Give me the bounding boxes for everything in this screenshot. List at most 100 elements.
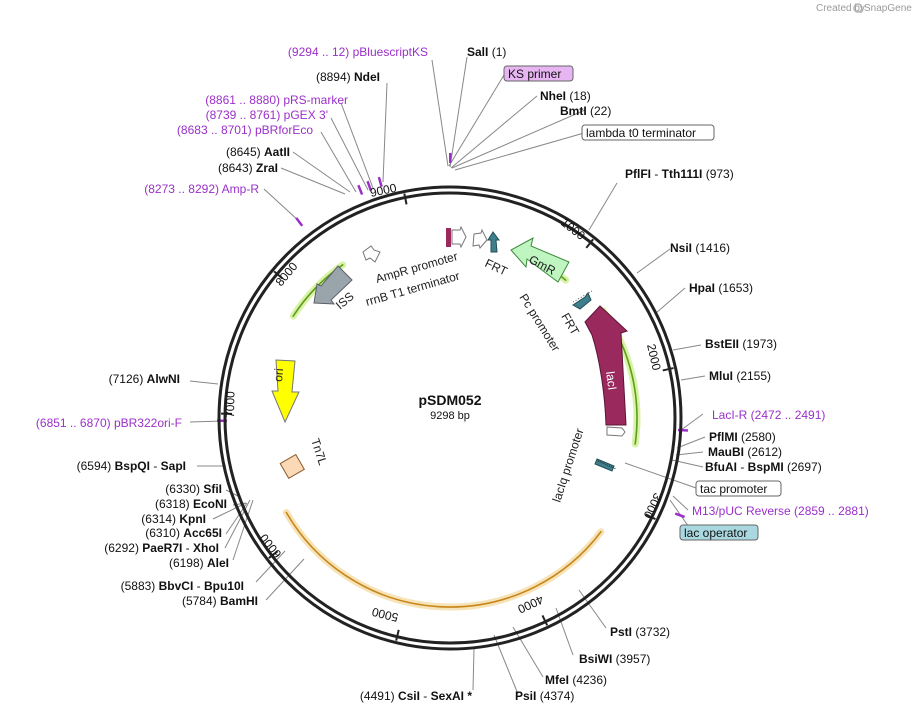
leader-alwni bbox=[189, 380, 219, 385]
primer-bind-marker[interactable] bbox=[366, 180, 373, 192]
primer-bind-marker[interactable] bbox=[449, 153, 452, 163]
leader-ks-primer bbox=[448, 74, 505, 167]
site-ndei[interactable]: (8894) NdeI bbox=[316, 70, 380, 84]
leader-psti bbox=[578, 589, 607, 629]
primer-laci_r[interactable]: LacI-R (2472 .. 2491) bbox=[712, 408, 825, 422]
primer-pbr322ori_f[interactable]: (6851 .. 6870) pBR322ori-F bbox=[36, 416, 182, 430]
lambda-t0-terminator-label: lambda t0 terminator bbox=[586, 126, 696, 140]
ori-feature-arrow[interactable] bbox=[271, 359, 300, 424]
site-nsii[interactable]: NsiI (1416) bbox=[670, 241, 730, 255]
tick-mark bbox=[403, 193, 408, 205]
laci-white-marker[interactable] bbox=[606, 426, 626, 437]
laci-feature-arrow[interactable] bbox=[584, 305, 628, 426]
leader-aatii bbox=[292, 151, 351, 193]
primer-bind-marker[interactable] bbox=[295, 217, 304, 227]
frt-arrow-top[interactable] bbox=[487, 231, 500, 253]
site-psti[interactable]: PstI (3732) bbox=[610, 625, 670, 639]
leader-mlui bbox=[680, 375, 706, 381]
tick-label: 3000 bbox=[640, 491, 664, 521]
site-bamhi[interactable]: (5784) BamHI bbox=[182, 594, 258, 608]
site-bsiwi[interactable]: BsiWI (3957) bbox=[579, 652, 650, 666]
primer-bind-marker[interactable] bbox=[357, 184, 364, 196]
leader-bsteii bbox=[672, 344, 702, 351]
ks-primer-label: KS primer bbox=[508, 67, 561, 81]
frt-arrow-top-left[interactable] bbox=[472, 228, 488, 249]
leader-lambda-t0 bbox=[454, 132, 585, 171]
site-mfei[interactable]: MfeI (4236) bbox=[545, 673, 607, 687]
primer-pbrforeco[interactable]: (8683 .. 8701) pBRforEco bbox=[177, 123, 313, 137]
snapgene-logo: SnapGene bbox=[853, 3, 912, 14]
site-nhei[interactable]: NheI (18) bbox=[540, 89, 591, 103]
ampr-promoter-arrow[interactable] bbox=[362, 245, 381, 263]
leader-laci-r bbox=[680, 413, 704, 431]
tick-mark bbox=[395, 629, 400, 641]
site-bspqi[interactable]: (6594) BspQI - SapI bbox=[77, 459, 186, 473]
primer-m13_puc_reverse[interactable]: M13/pUC Reverse (2859 .. 2881) bbox=[692, 504, 869, 518]
tn7l-feature[interactable] bbox=[279, 453, 305, 479]
site-mlui[interactable]: MluI (2155) bbox=[709, 369, 771, 383]
gmr-feature-arrow[interactable] bbox=[510, 237, 570, 283]
site-bsteii[interactable]: BstEII (1973) bbox=[705, 337, 777, 351]
site-sfii[interactable]: (6330) SfiI bbox=[165, 482, 222, 496]
ks-primer-box[interactable] bbox=[503, 65, 574, 82]
ori-label: ori bbox=[271, 368, 286, 383]
site-psii[interactable]: PsiI (4374) bbox=[515, 689, 574, 703]
tn7l-label: Tn7L bbox=[308, 437, 330, 468]
tac-promoter-box[interactable] bbox=[695, 480, 782, 497]
orf-arc-orange-bg[interactable] bbox=[282, 509, 605, 611]
site-bmti[interactable]: BmtI (22) bbox=[560, 104, 611, 118]
site-sali[interactable]: SalI (1) bbox=[467, 45, 506, 59]
frt-arrow-right[interactable] bbox=[572, 292, 592, 310]
ks-primer-feature[interactable] bbox=[446, 228, 451, 247]
orf-arc-orange[interactable] bbox=[285, 511, 602, 608]
site-bfuai[interactable]: BfuAI - BspMI (2697) bbox=[705, 460, 822, 474]
leader-pflfi bbox=[588, 182, 618, 231]
leader-sali bbox=[449, 56, 468, 168]
primer-pbluescriptks[interactable]: (9294 .. 12) pBluescriptKS bbox=[288, 45, 428, 59]
leader-ndei bbox=[382, 82, 388, 183]
site-econi[interactable]: (6318) EcoNI bbox=[155, 497, 227, 511]
site-pflfi[interactable]: PflFI - Tth111I (973) bbox=[625, 167, 734, 181]
tick-mark bbox=[273, 270, 284, 280]
rrnb-t1-arrow[interactable] bbox=[451, 225, 467, 249]
lac-operator-box[interactable] bbox=[679, 524, 759, 541]
site-kpni[interactable]: (6314) KpnI bbox=[141, 512, 206, 526]
leader-nhei bbox=[450, 95, 538, 169]
lambda-t0-terminator-box[interactable] bbox=[581, 124, 715, 141]
leader-csii bbox=[472, 648, 475, 691]
primer-bind-marker[interactable] bbox=[674, 512, 686, 519]
leader-mfei bbox=[512, 626, 544, 678]
site-acc65i[interactable]: (6310) Acc65I bbox=[145, 526, 222, 540]
plasmid-name: pSDM052 bbox=[418, 392, 481, 408]
frt-label-right: FRT bbox=[558, 311, 582, 339]
tick-label: 7000 bbox=[223, 391, 237, 418]
site-zrai[interactable]: (8643) ZraI bbox=[218, 161, 278, 175]
tick-label: 5000 bbox=[370, 605, 400, 625]
tac-promoter-label: tac promoter bbox=[700, 482, 767, 496]
site-bbvci[interactable]: (5883) BbvCI - Bpu10I bbox=[121, 579, 244, 593]
site-alei[interactable]: (6198) AleI bbox=[169, 556, 229, 570]
laciq-marker[interactable] bbox=[594, 458, 615, 472]
primer-pgex3[interactable]: (8739 .. 8761) pGEX 3' bbox=[206, 108, 328, 122]
pc-promoter-label: Pc promoter bbox=[516, 291, 563, 354]
leader-kpni bbox=[212, 502, 247, 520]
leader-pbluescriptks bbox=[431, 59, 449, 167]
site-maubi[interactable]: MauBI (2612) bbox=[708, 445, 782, 459]
tick-mark bbox=[662, 367, 674, 372]
primer-bind-marker[interactable] bbox=[377, 176, 383, 188]
site-hpai[interactable]: HpaI (1653) bbox=[689, 281, 753, 295]
primer-prs_marker[interactable]: (8861 .. 8880) pRS-marker bbox=[205, 93, 348, 107]
primer-amp_r[interactable]: (8273 .. 8292) Amp-R bbox=[144, 182, 259, 196]
leader-lines bbox=[189, 56, 706, 695]
tick-mark bbox=[585, 238, 594, 249]
features: lacI GmR ori ISS Tn7L FRT FRT Pc promote… bbox=[271, 225, 628, 504]
site-csii[interactable]: (4491) CsiI - SexAI * bbox=[360, 689, 472, 703]
site-aatii[interactable]: (8645) AatII bbox=[226, 145, 290, 159]
tick-mark bbox=[268, 550, 279, 559]
iss-feature-arrow[interactable] bbox=[313, 265, 353, 305]
site-pflmi[interactable]: PflMI (2580) bbox=[709, 430, 776, 444]
site-alwni[interactable]: (7126) AlwNI bbox=[109, 372, 180, 386]
leader-pgex3 bbox=[330, 117, 369, 191]
site-paer7i[interactable]: (6292) PaeR7I - XhoI bbox=[104, 541, 219, 555]
